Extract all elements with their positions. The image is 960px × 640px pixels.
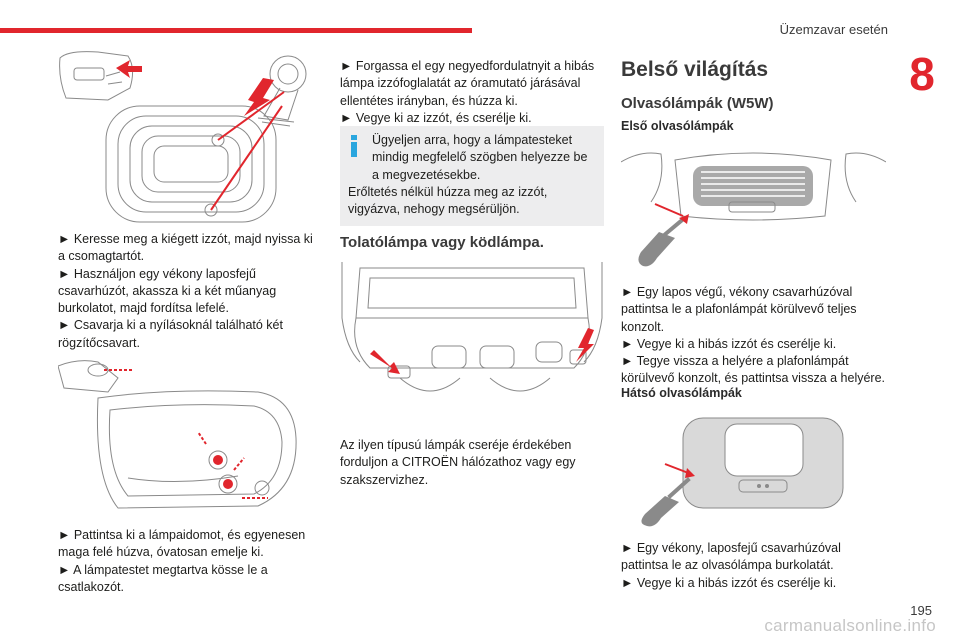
step: ► Egy vékony, laposfejű csavarhúzóval pa… bbox=[621, 541, 841, 573]
step: ► Vegye ki a hibás izzót és cserélje ki. bbox=[621, 336, 837, 351]
step: ► Tegye vissza a helyére a plafonlámpát … bbox=[621, 354, 886, 386]
rear-reading-lamp-drawing bbox=[641, 417, 844, 527]
rear-lamp-access-drawing bbox=[59, 51, 307, 223]
front-reading-lamps-heading: Első olvasólámpák bbox=[621, 119, 734, 133]
red-arrow-icon bbox=[116, 60, 274, 116]
red-arrow-icon bbox=[685, 468, 695, 478]
reverse-fog-lamp-heading: Tolatólámpa vagy ködlámpa. bbox=[340, 234, 544, 251]
instructions-remove-lamp: ► Pattintsa ki a lámpaidomot, és egyenes… bbox=[58, 527, 320, 596]
front-reading-lamp-drawing bbox=[621, 152, 886, 267]
instructions-open-trunk: ► Keresse meg a kiégett izzót, majd nyis… bbox=[58, 231, 320, 352]
page-number: 195 bbox=[910, 603, 932, 618]
section-heading-interior-lighting: Belső világítás bbox=[621, 58, 769, 81]
front-reading-lamp-illustration bbox=[621, 142, 886, 268]
red-arrow-icon bbox=[655, 202, 689, 224]
reverse-fog-lamp-text: Az ilyen típusú lámpák cseréje érdekében… bbox=[340, 438, 576, 487]
red-arrow-icon bbox=[370, 328, 594, 374]
step: ► Pattintsa ki a lámpaidomot, és egyenes… bbox=[58, 528, 306, 560]
note-text: Erőltetés nélkül húzza meg az izzót, vig… bbox=[348, 184, 548, 216]
section-title: Üzemzavar esetén bbox=[779, 22, 888, 37]
step: ► Vegye ki a hibás izzót és cserélje ki. bbox=[621, 575, 837, 590]
note-text: Ügyeljen arra, hogy a lámpatesteket mind… bbox=[372, 133, 588, 182]
rear-reading-lamps-heading: Hátsó olvasólámpák bbox=[621, 386, 742, 400]
rear-lamp-access-illustration bbox=[58, 48, 320, 224]
step: ► Csavarja ki a nyílásoknál található ké… bbox=[58, 318, 283, 350]
watermark: carmanualsonline.info bbox=[764, 616, 936, 635]
top-accent-bar bbox=[0, 28, 472, 33]
step: ► Vegye ki az izzót, és cserélje ki. bbox=[340, 110, 532, 125]
rear-bumper-drawing bbox=[341, 262, 603, 392]
lamp-unit-removal-illustration bbox=[58, 358, 320, 518]
rear-reading-lamp-illustration bbox=[621, 408, 886, 528]
step: ► A lámpatestet megtartva kösse le a csa… bbox=[58, 562, 268, 594]
front-reading-lamp-steps: ► Egy lapos végű, vékony csavarhúzóval p… bbox=[621, 284, 886, 388]
info-icon bbox=[351, 135, 357, 157]
reading-lamps-heading: Olvasólámpák (W5W) bbox=[621, 95, 774, 112]
step: ► Egy lapos végű, vékony csavarhúzóval p… bbox=[621, 285, 857, 334]
chapter-number: 8 bbox=[909, 48, 935, 100]
rear-bumper-illustration bbox=[340, 258, 604, 406]
info-note: Ügyeljen arra, hogy a lámpatesteket mind… bbox=[340, 126, 604, 227]
step: ► Használjon egy vékony laposfejű csavar… bbox=[58, 266, 277, 316]
lamp-unit-drawing bbox=[58, 360, 297, 509]
step: ► Keresse meg a kiégett izzót, majd nyis… bbox=[58, 232, 313, 264]
red-arrow-icon bbox=[104, 369, 268, 499]
step: ► Forgassa el egy negyedfordulatnyit a h… bbox=[340, 59, 595, 108]
instructions-bulb-holder: ► Forgassa el egy negyedfordulatnyit a h… bbox=[340, 58, 604, 127]
rear-reading-lamp-steps: ► Egy vékony, laposfejű csavarhúzóval pa… bbox=[621, 540, 886, 592]
